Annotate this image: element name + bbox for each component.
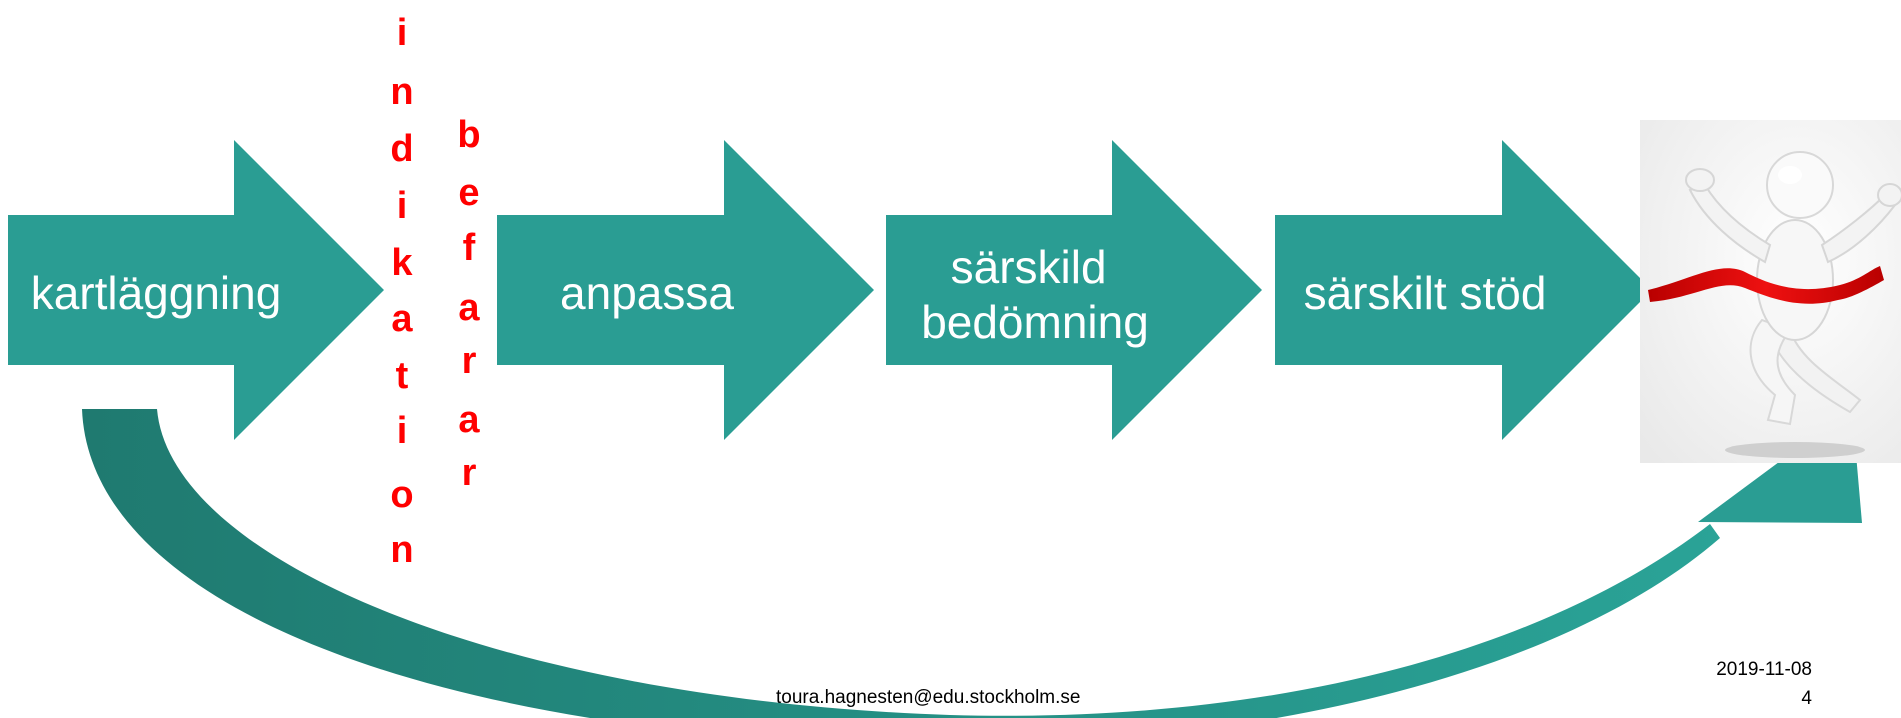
runner-back-leg (1770, 328, 1862, 414)
step-arrow-sarskild-bedomning: särskild bedömning (886, 140, 1262, 440)
step-label-anpassa: anpassa (560, 267, 734, 319)
vertical-letter: i (397, 185, 408, 227)
step-arrow-sarskilt-stod: särskilt stöd (1275, 140, 1652, 440)
bypass-curve-body (82, 409, 1720, 718)
runner-head-highlight (1778, 166, 1802, 184)
bypass-curve-arrow (82, 408, 1862, 718)
runner-front-leg (1749, 318, 1797, 426)
runner-left-arm (1688, 183, 1772, 264)
vertical-letter: e (458, 172, 479, 214)
vertical-letter: a (458, 287, 480, 329)
step-label-sarskild-bedomning: särskild bedömning (921, 241, 1149, 348)
vertical-word-befarar: b e f a r a r (457, 114, 480, 494)
step-label-sarskilt-stod: särskilt stöd (1304, 267, 1547, 319)
arrow-shape (1275, 140, 1652, 440)
runner-right-hand (1877, 183, 1901, 207)
vertical-letter: o (390, 474, 413, 516)
runner-shadow (1725, 442, 1865, 458)
step-label-line: särskilt stöd (1304, 267, 1547, 319)
footer-date: 2019-11-08 (1716, 659, 1812, 680)
step-label-kartlaggning: kartläggning (31, 267, 282, 319)
vertical-letter: k (391, 242, 413, 284)
runner-head (1766, 151, 1834, 219)
vertical-letter: b (457, 114, 480, 156)
vertical-letter: r (462, 452, 477, 494)
vertical-letter: r (462, 340, 477, 382)
runner-left-hand (1685, 168, 1715, 192)
step-arrow-kartlaggning: kartläggning (8, 140, 384, 440)
step-arrows: kartläggning anpassa särskild bedömning … (8, 140, 1652, 440)
step-label-line: särskild (951, 241, 1107, 293)
arrow-shape (8, 140, 384, 440)
step-label-line: kartläggning (31, 267, 282, 319)
vertical-letter: n (390, 71, 413, 113)
vertical-letter: a (458, 399, 480, 441)
vertical-letter: i (397, 12, 408, 54)
arrow-shape (886, 140, 1262, 440)
vertical-letter: n (390, 529, 413, 571)
vertical-letter: a (391, 298, 413, 340)
step-label-line: bedömning (921, 296, 1149, 348)
vertical-letter: d (390, 128, 413, 170)
runner-crossing-finish-line-icon (1640, 120, 1901, 463)
arrow-shape (497, 140, 874, 440)
footer-email: toura.hagnesten@edu.stockholm.se (776, 687, 1080, 708)
vertical-letter: i (397, 410, 408, 452)
step-label-line: anpassa (560, 267, 734, 319)
step-arrow-anpassa: anpassa (497, 140, 874, 440)
vertical-word-indikation: i n d i k a t i o n (390, 12, 413, 571)
vertical-letter: f (463, 227, 476, 269)
footer-page-number: 4 (1801, 688, 1812, 709)
finish-ribbon (1648, 266, 1884, 304)
vertical-letter: t (396, 355, 409, 397)
runner-body (1756, 219, 1834, 341)
